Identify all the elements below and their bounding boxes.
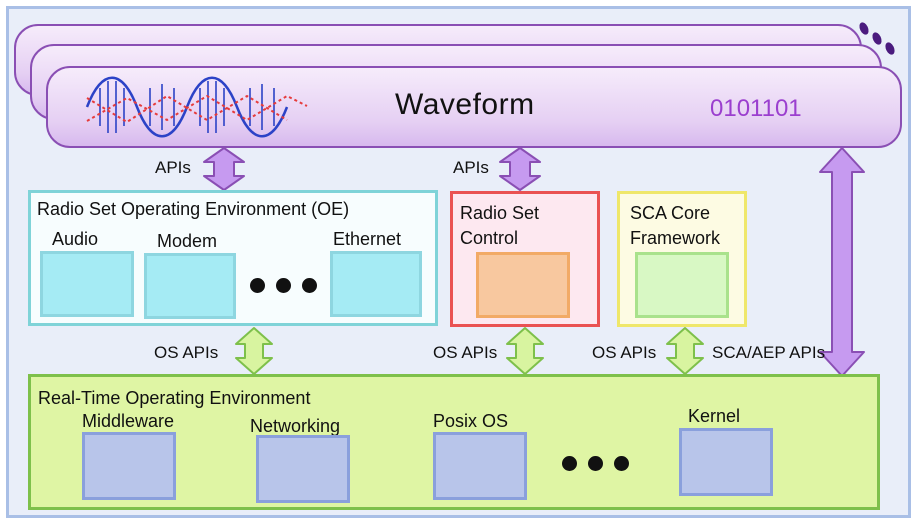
os-apis-arrow-right [666, 327, 704, 375]
os-apis-label-right: OS APIs [592, 343, 657, 362]
os-apis-arrow-middle [506, 327, 544, 375]
modem-label: Modem [157, 231, 218, 251]
radio-set-control-line1: Radio Set [460, 203, 540, 223]
networking-component [256, 435, 350, 503]
radio-set-control-component [476, 252, 570, 318]
apis-label-middle: APIs [453, 158, 489, 177]
kernel-component [679, 428, 773, 496]
waveform-layer-front [46, 66, 902, 148]
realtime-oe-title: Real-Time Operating Environment [38, 388, 311, 408]
kernel-label: Kernel [688, 406, 741, 426]
ethernet-label: Ethernet [333, 229, 402, 249]
sca-core-line1: SCA Core [630, 203, 711, 223]
middleware-label: Middleware [82, 411, 175, 431]
red-dotted-wave [86, 94, 308, 122]
audio-component [40, 251, 134, 317]
os-apis-label-left: OS APIs [154, 343, 219, 362]
posix-os-label: Posix OS [433, 411, 509, 431]
apis-arrow-middle [499, 147, 541, 191]
networking-label: Networking [250, 416, 341, 436]
ethernet-component [330, 251, 422, 317]
middleware-component [82, 432, 176, 500]
waveform-binary: 0101101 [710, 95, 802, 122]
waveform-title: Waveform [395, 88, 535, 121]
posix-os-component [433, 432, 527, 500]
sca-core-line2: Framework [630, 228, 721, 248]
sca-aep-apis-arrow [819, 147, 865, 377]
audio-label: Audio [52, 229, 99, 249]
os-apis-arrow-left [235, 327, 273, 375]
signal-wave-icon [85, 76, 308, 138]
os-apis-label-middle: OS APIs [433, 343, 498, 362]
radio-set-control-line2: Control [460, 228, 519, 248]
apis-label-left: APIs [155, 158, 191, 177]
sca-core-component [635, 252, 729, 318]
modem-component [144, 253, 236, 319]
radio-set-oe-title: Radio Set Operating Environment (OE) [37, 199, 350, 219]
sca-aep-apis-label: SCA/AEP APIs [712, 343, 826, 362]
apis-arrow-left [203, 147, 245, 191]
